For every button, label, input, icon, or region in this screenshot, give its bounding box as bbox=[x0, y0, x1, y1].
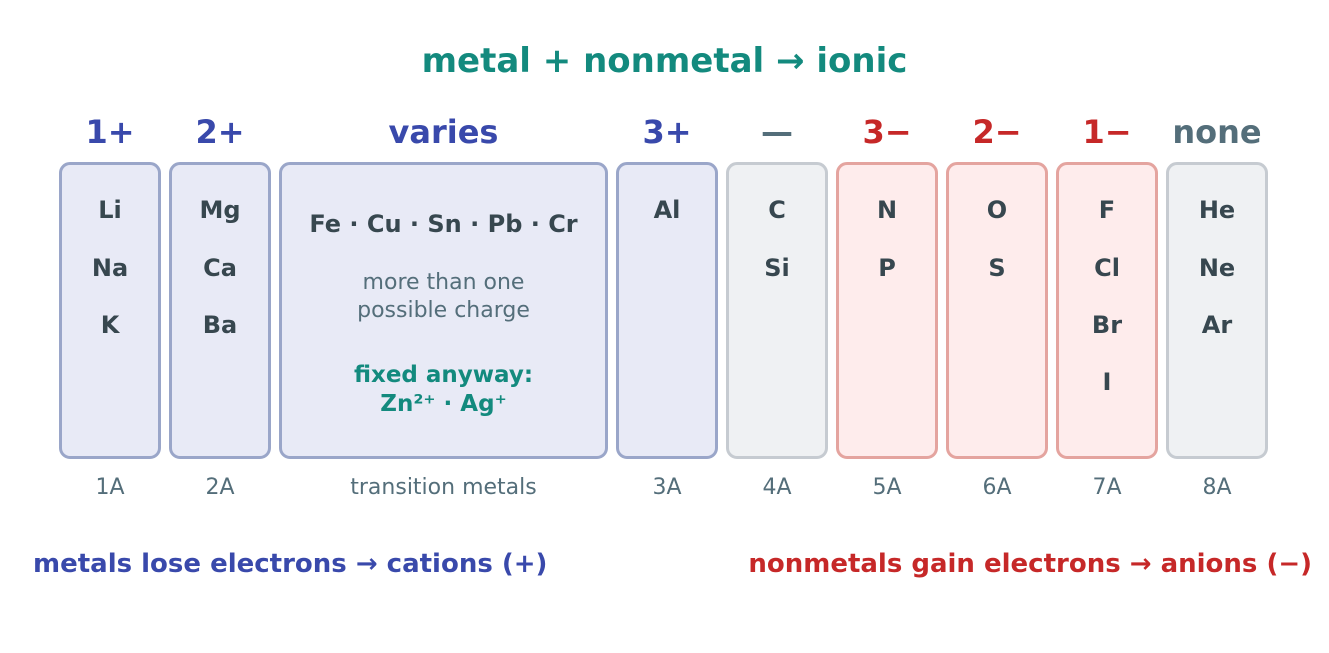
group-4a-box: C Si bbox=[726, 162, 828, 459]
element-mg: Mg bbox=[199, 196, 241, 224]
group-7a-box: F Cl Br I bbox=[1056, 162, 1158, 459]
nonmetals-statement: nonmetals gain electrons → anions (−) bbox=[748, 549, 1312, 579]
group-label-1a: 1A bbox=[95, 475, 125, 500]
group-2a-box: Mg Ca Ba bbox=[169, 162, 271, 459]
charge-label-2a: 2+ bbox=[195, 113, 245, 151]
element-br: Br bbox=[1091, 311, 1123, 339]
element-c: C bbox=[768, 196, 786, 224]
group-label-7a: 7A bbox=[1092, 475, 1122, 500]
metals-statement: metals lose electrons → cations (+) bbox=[33, 549, 548, 579]
element-ar: Ar bbox=[1201, 311, 1233, 339]
group-label-transition: transition metals bbox=[350, 475, 537, 500]
group-label-6a: 6A bbox=[982, 475, 1012, 500]
charge-label-transition: varies bbox=[388, 113, 499, 151]
charge-label-4a: — bbox=[761, 113, 793, 151]
element-cl: Cl bbox=[1094, 254, 1120, 282]
fixed-charge-note: fixed anyway: Zn²⁺ · Ag⁺ bbox=[282, 361, 605, 419]
group-3a-box: Al bbox=[616, 162, 718, 459]
charge-label-7a: 1− bbox=[1082, 113, 1132, 151]
charge-label-3a: 3+ bbox=[642, 113, 692, 151]
element-ba: Ba bbox=[202, 311, 238, 339]
group-label-5a: 5A bbox=[872, 475, 902, 500]
element-na: Na bbox=[91, 254, 129, 282]
element-p: P bbox=[878, 254, 896, 282]
fixed-line-2: Zn²⁺ · Ag⁺ bbox=[380, 391, 507, 417]
element-li: Li bbox=[98, 196, 122, 224]
charge-label-8a: none bbox=[1172, 113, 1262, 151]
element-he: He bbox=[1198, 196, 1236, 224]
diagram-title: metal + nonmetal → ionic bbox=[421, 41, 908, 81]
transition-metals-box: Fe · Cu · Sn · Pb · Cr more than one pos… bbox=[279, 162, 608, 459]
charge-label-1a: 1+ bbox=[85, 113, 135, 151]
element-s: S bbox=[988, 254, 1006, 282]
group-1a-box: Li Na K bbox=[59, 162, 161, 459]
group-6a-box: O S bbox=[946, 162, 1048, 459]
element-ne: Ne bbox=[1198, 254, 1236, 282]
note-line-2: possible charge bbox=[357, 298, 530, 323]
group-label-4a: 4A bbox=[762, 475, 792, 500]
element-ca: Ca bbox=[203, 254, 237, 282]
element-si: Si bbox=[764, 254, 790, 282]
element-k: K bbox=[100, 311, 120, 339]
group-label-2a: 2A bbox=[205, 475, 235, 500]
group-8a-box: He Ne Ar bbox=[1166, 162, 1268, 459]
charge-label-6a: 2− bbox=[972, 113, 1022, 151]
element-n: N bbox=[876, 196, 898, 224]
transition-metals-note: more than one possible charge bbox=[282, 269, 605, 325]
element-f: F bbox=[1098, 196, 1116, 224]
group-label-8a: 8A bbox=[1202, 475, 1232, 500]
charge-label-5a: 3− bbox=[862, 113, 912, 151]
element-o: O bbox=[986, 196, 1008, 224]
group-label-3a: 3A bbox=[652, 475, 682, 500]
group-5a-box: N P bbox=[836, 162, 938, 459]
fixed-line-1: fixed anyway: bbox=[353, 362, 534, 388]
note-line-1: more than one bbox=[362, 270, 525, 295]
element-al: Al bbox=[653, 196, 681, 224]
transition-metals-list: Fe · Cu · Sn · Pb · Cr bbox=[309, 210, 578, 238]
element-i: I bbox=[1102, 368, 1112, 396]
